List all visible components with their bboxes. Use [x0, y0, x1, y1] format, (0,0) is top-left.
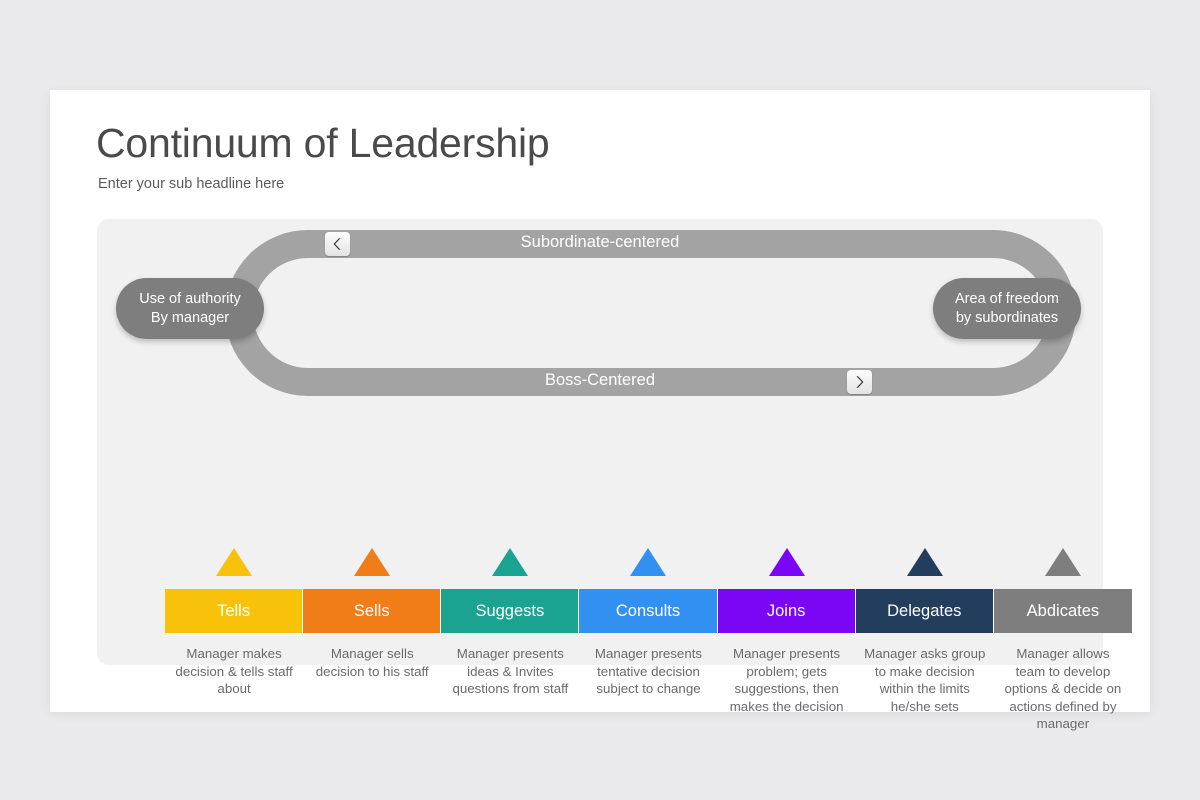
stage-marker-triangle-icon	[1044, 548, 1081, 576]
stage-label-bar[interactable]: Suggests	[441, 589, 580, 633]
stage-marker-triangle-icon	[492, 548, 529, 576]
stage-description: Manager asks group to make decision with…	[864, 646, 986, 714]
loop-label-top: Subordinate-centered	[520, 233, 680, 251]
chevron-right-icon[interactable]	[847, 370, 872, 394]
stage-marker-triangle-icon	[354, 548, 391, 576]
stage-description: Manager makes decision & tells staff abo…	[175, 646, 293, 696]
stage-label-bar[interactable]: Tells	[165, 589, 304, 633]
stage-description: Manager presents ideas & Invites questio…	[452, 646, 569, 696]
page-title: Continuum of Leadership	[96, 120, 550, 166]
stage-marker-triangle-icon	[768, 548, 805, 576]
loop-label-bottom: Boss-Centered	[544, 371, 656, 389]
stage-description: Manager presents problem; gets suggestio…	[729, 646, 844, 714]
page-subtitle: Enter your sub headline here	[98, 176, 285, 192]
stage-label-bar[interactable]: Sells	[303, 589, 442, 633]
diagram-panel: Subordinate-centered Boss-Centered Use o…	[97, 219, 1132, 731]
stage-marker-triangle-icon	[216, 548, 253, 576]
stage-marker-triangle-icon	[906, 548, 943, 576]
stage-label-bar[interactable]: Delegates	[855, 589, 994, 633]
pill-right-line2: by subordinates	[955, 309, 1059, 326]
stage-description: Manager presents tentative decision subj…	[594, 646, 703, 696]
pill-use-of-authority: Use of authority By manager	[116, 278, 264, 339]
pill-right-line1: Area of freedom	[955, 290, 1059, 307]
stage-label-bar[interactable]: Consults	[579, 589, 718, 633]
pill-left-line2: By manager	[150, 309, 230, 326]
stage-label-bar[interactable]: Abdicates	[993, 589, 1132, 633]
stage-description: Manager sells decision to his staff	[315, 646, 429, 679]
chevron-left-icon[interactable]	[325, 232, 350, 256]
stage-label-bar[interactable]: Joins	[717, 589, 856, 633]
pill-left-line1: Use of authority	[139, 290, 241, 307]
pill-area-of-freedom: Area of freedom by subordinates	[933, 278, 1081, 339]
stage-description: Manager allows team to develop options &…	[1004, 646, 1122, 731]
slide-card: Continuum of Leadership Enter your sub h…	[50, 90, 1150, 731]
continuum-loop: Subordinate-centered Boss-Centered Use o…	[97, 219, 1103, 419]
stage-marker-triangle-icon	[630, 548, 667, 576]
